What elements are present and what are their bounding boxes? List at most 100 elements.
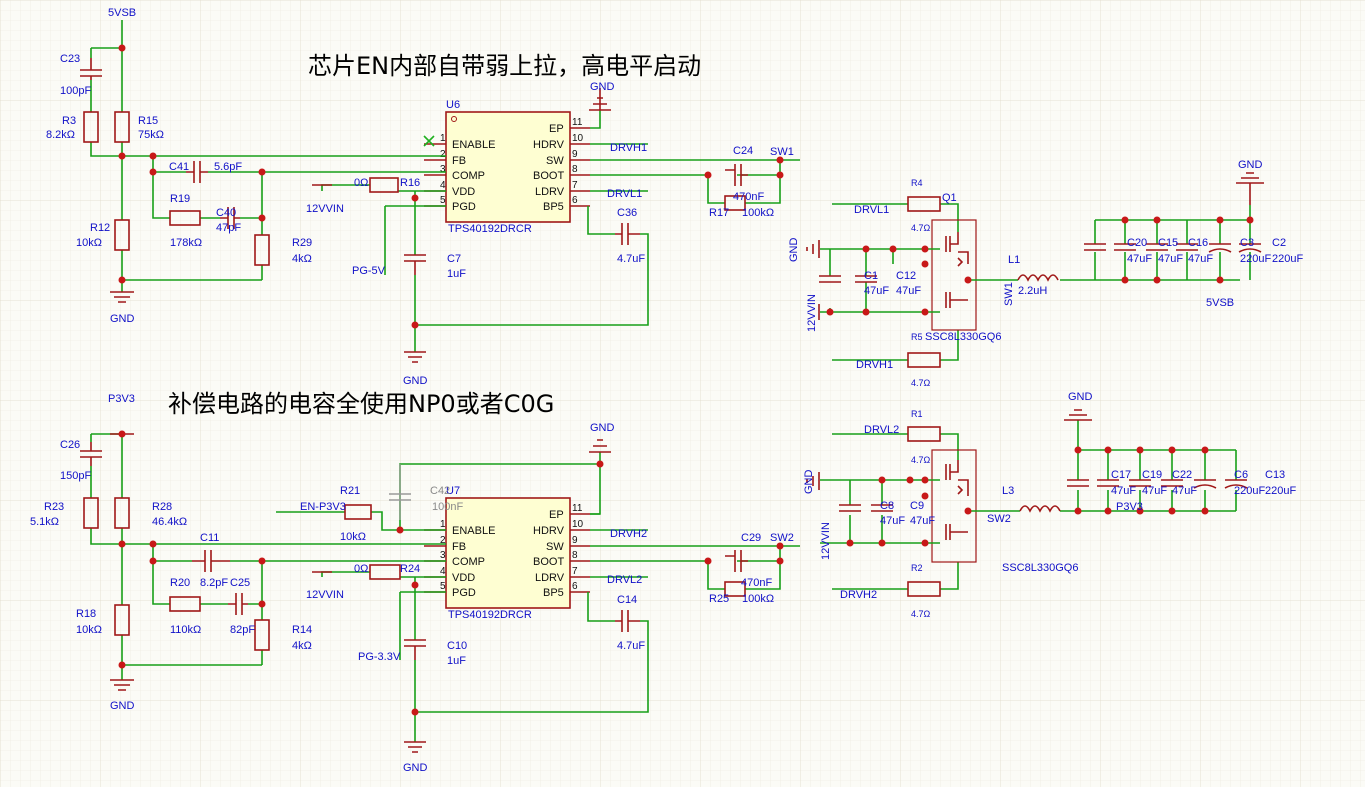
net-sw2-ctrl: SW2 xyxy=(770,532,794,544)
label-r21: R21 xyxy=(340,485,360,497)
label-cap-val-2: 47uF xyxy=(1158,253,1183,265)
label-cap2-ref-4: C6 xyxy=(1234,469,1248,481)
label-c26v: 150pF xyxy=(60,470,91,482)
net-gnd-p1: GND xyxy=(788,238,800,263)
u6-junctions xyxy=(118,44,784,329)
u6-pin-name-l2: FB xyxy=(452,155,466,167)
u6-pin-num-l5b: 5 xyxy=(440,195,446,206)
label-c10: C10 xyxy=(447,640,467,652)
label-cap-ref-1: C20 xyxy=(1127,237,1147,249)
label-r17: R17 xyxy=(709,207,729,219)
res-r29 xyxy=(254,234,270,266)
u6-pin-name-r11: EP xyxy=(549,123,564,135)
label-c8v: 47uF xyxy=(880,515,905,527)
u6-part: TPS40192DRCR xyxy=(448,223,532,235)
label-mos2: SSC8L330GQ6 xyxy=(1002,562,1078,574)
u7-pin-num-r10: 10 xyxy=(572,519,584,530)
res-r28 xyxy=(114,497,130,529)
res-r17 xyxy=(724,195,746,211)
u7-pin-name-r6: BP5 xyxy=(543,587,564,599)
cap-c36 xyxy=(615,223,640,245)
controller-u7[interactable]: U7 TPS40192DRCR ENABLE FB COMP VDD PGD 1… xyxy=(424,485,590,621)
net-drvl1: DRVL1 xyxy=(607,188,642,200)
res-r18 xyxy=(114,604,130,636)
label-r5v: 4.7Ω xyxy=(911,378,931,388)
label-c12: C12 xyxy=(896,270,916,282)
label-cap2-val-2: 47uF xyxy=(1142,485,1167,497)
u7-body[interactable] xyxy=(445,497,571,609)
u7-pin-name-l1: ENABLE xyxy=(452,525,495,537)
cap-c23 xyxy=(80,58,102,80)
u7-pin-num-l3: 3 xyxy=(440,550,446,561)
u6-pin-name-l4: VDD xyxy=(452,186,475,198)
label-c11v: 8.2pF xyxy=(200,577,228,589)
u7-pin-name-r10: HDRV xyxy=(533,525,565,537)
res-r14 xyxy=(254,619,270,651)
net-p3v3-out: P3V3 xyxy=(1116,501,1143,513)
label-c8: C8 xyxy=(880,500,894,512)
u6-pin-name-r6: BP5 xyxy=(543,201,564,213)
label-cap-val-4: 220uF xyxy=(1240,253,1271,265)
net-pg-5v: PG-5V xyxy=(352,265,386,277)
power-stage-1-labels: DRVL1 DRVH1 R4 4.7Ω R5 4.7Ω Q1 SSC8L330G… xyxy=(788,159,1303,388)
u7-pin-name-l3: COMP xyxy=(452,556,485,568)
net-drvl2: DRVL2 xyxy=(607,574,642,586)
label-c36v: 4.7uF xyxy=(617,253,645,265)
label-cap-ref-3: C16 xyxy=(1188,237,1208,249)
label-c36: C36 xyxy=(617,207,637,219)
label-mos1: SSC8L330GQ6 xyxy=(925,331,1001,343)
label-c1: C1 xyxy=(864,270,878,282)
label-c40v: 47pF xyxy=(216,222,241,234)
label-c29v: 470nF xyxy=(741,577,772,589)
u7-components[interactable] xyxy=(80,433,748,753)
res-r25 xyxy=(724,581,746,597)
label-c23v: 100pF xyxy=(60,85,91,97)
label-c41v: 5.6pF xyxy=(214,161,242,173)
label-r18v: 10kΩ xyxy=(76,624,102,636)
cap-c26 xyxy=(80,442,102,466)
label-r16: R16 xyxy=(400,177,420,189)
label-c1v: 47uF xyxy=(864,285,889,297)
label-r2v: 4.7Ω xyxy=(911,609,931,619)
net-p3v3: P3V3 xyxy=(108,393,135,405)
controller-u6[interactable]: U6 TPS40192DRCR ENABLE FB COMP VDD PGD 1… xyxy=(424,99,590,235)
label-cap2-ref-1: C17 xyxy=(1111,469,1131,481)
u7-pin-num-l5: 5 xyxy=(440,581,446,592)
res-r21 xyxy=(344,504,372,520)
inductor-l1 xyxy=(1017,274,1059,282)
u7-pin-name-l5: PGD xyxy=(452,587,476,599)
label-l1: L1 xyxy=(1008,254,1020,266)
u7-pin-name-l4: VDD xyxy=(452,572,475,584)
label-c10v: 1uF xyxy=(447,655,466,667)
power-stage-1[interactable] xyxy=(806,172,1264,368)
res-r16 xyxy=(369,177,399,193)
label-r20v: 110kΩ xyxy=(170,624,201,636)
net-drvh1-p: DRVH1 xyxy=(856,359,893,371)
label-r19v: 178kΩ xyxy=(170,237,202,249)
label-r5: R5 xyxy=(911,332,923,342)
u6-body[interactable] xyxy=(445,111,571,223)
net-sw1-p: SW1 xyxy=(1003,282,1015,306)
cap-c10 xyxy=(404,639,426,660)
label-c23: C23 xyxy=(60,53,80,65)
u6-components[interactable] xyxy=(80,58,748,363)
res-r4 xyxy=(907,196,941,212)
gnd-symbol-p2b xyxy=(1064,409,1092,421)
label-r12: R12 xyxy=(90,222,110,234)
label-cap-ref-2: C15 xyxy=(1158,237,1178,249)
label-l1v: 2.2uH xyxy=(1018,285,1047,297)
u6-pin-num-r9: 9 xyxy=(572,149,578,160)
u7-pin-num-r11: 11 xyxy=(572,503,583,514)
u6-pin-num-l2: 2 xyxy=(440,149,446,160)
gnd-symbol-5 xyxy=(404,741,426,753)
u7-pin-name-r8: BOOT xyxy=(533,556,564,568)
net-12vvin-p1: 12VVIN xyxy=(806,294,818,332)
u6-pin-name-r7: LDRV xyxy=(535,186,565,198)
note-top: 芯片EN内部自带弱上拉，高电平启动 xyxy=(308,52,701,80)
label-r25v: 100kΩ xyxy=(742,593,774,605)
label-cap2-val-1: 47uF xyxy=(1111,485,1136,497)
net-12vvin-p2: 12VVIN xyxy=(820,522,832,560)
net-drvl2-p: DRVL2 xyxy=(864,424,899,436)
